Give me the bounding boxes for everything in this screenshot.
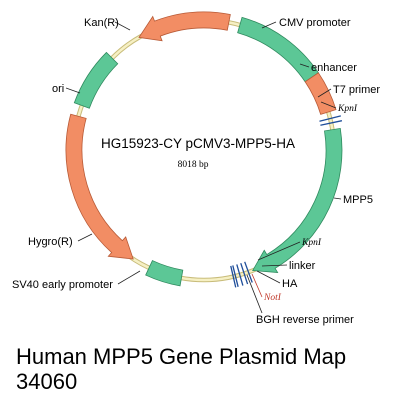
plasmid-size: 8018 bp	[178, 160, 209, 170]
label-kan: Kan(R)	[84, 17, 119, 29]
leader-kpni-top	[320, 101, 337, 109]
site-marker-linker-3	[240, 262, 249, 285]
label-noti: NotI	[263, 293, 282, 303]
feature-layer	[65, 11, 343, 287]
figure-caption: Human MPP5 Gene Plasmid Map 34060	[16, 344, 346, 394]
label-mpp5: MPP5	[343, 194, 373, 206]
label-cmv-promoter: CMV promoter	[279, 17, 351, 29]
leader-hygro	[77, 233, 93, 242]
leader-mpp5	[333, 197, 342, 200]
label-kpni-bottom: KpnI	[301, 238, 322, 248]
label-t7-primer: T7 primer	[333, 84, 380, 96]
caption-number: 34060	[16, 369, 78, 394]
site-marker-noti-5	[232, 265, 239, 287]
label-sv40-early-promoter: SV40 early promoter	[12, 279, 113, 291]
leader-cmv	[261, 21, 277, 29]
leader-enhancer	[299, 63, 310, 68]
label-kpni-top: KpnI	[337, 104, 358, 114]
site-marker-t7-primer-0	[319, 115, 341, 122]
leader-lines	[65, 21, 342, 314]
leader-sv40	[117, 270, 141, 285]
feature-kan-r	[138, 11, 231, 42]
site-marker-bgh-reverse-primer-6	[230, 265, 237, 288]
feature-hygro-r	[65, 113, 134, 260]
leader-ori	[65, 87, 81, 94]
label-ori: ori	[52, 83, 64, 95]
leader-linker	[261, 264, 288, 267]
site-marker-ha-4	[236, 264, 244, 286]
feature-enhancer	[304, 72, 337, 115]
leader-ha	[256, 270, 281, 284]
site-marker-kpni-2	[244, 261, 253, 283]
leader-t7	[317, 88, 332, 98]
feature-ori	[73, 51, 119, 109]
caption-title: Human MPP5 Gene Plasmid Map	[16, 344, 347, 369]
feature-sv40-early-promoter	[145, 260, 184, 287]
site-marker-kpni-1	[320, 120, 343, 126]
label-hygro: Hygro(R)	[28, 236, 73, 248]
site-layer	[230, 115, 343, 288]
label-bgh-reverse-primer: BGH reverse primer	[256, 314, 354, 326]
plasmid-name: HG15923-CY pCMV3-MPP5-HA	[101, 136, 295, 151]
leader-kpni-bottom	[257, 241, 301, 261]
label-linker: linker	[289, 260, 316, 272]
label-enhancer: enhancer	[311, 62, 357, 74]
leader-noti	[251, 273, 263, 298]
label-ha: HA	[282, 278, 298, 290]
leader-kan	[114, 21, 131, 31]
leader-bgh	[246, 274, 263, 314]
